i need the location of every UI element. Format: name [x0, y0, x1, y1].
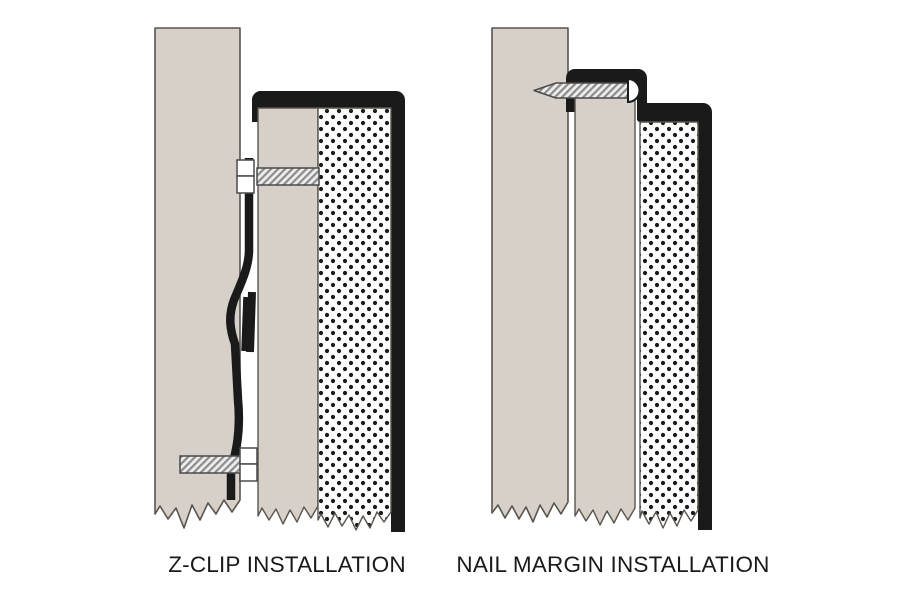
nail-margin-installation-diagram: NAIL MARGIN INSTALLATION: [456, 27, 769, 577]
upper-bolt-fastener: [236, 159, 320, 194]
right-panel-core: [574, 84, 636, 526]
nail-domed-head: [627, 77, 641, 104]
wall-side-z-clip: [226, 158, 254, 500]
nail-fastener: [533, 77, 641, 104]
lower-bolt-shaft: [179, 455, 245, 474]
nail-shaft-and-tip: [533, 82, 629, 99]
z-clip-installation-diagram: Z-CLIP INSTALLATION: [154, 27, 406, 577]
left-diagram-caption: Z-CLIP INSTALLATION: [168, 552, 406, 577]
lower-bolt-fastener: [179, 447, 258, 482]
right-wall-stud: [491, 27, 569, 523]
right-face-panel: [639, 121, 699, 529]
left-edge-frame-profile: [252, 91, 405, 532]
upper-bolt-head: [236, 159, 255, 194]
left-wall-stud: [154, 27, 241, 529]
right-nail-margin-flange: [566, 69, 712, 530]
left-face-panel: [317, 107, 392, 531]
panel-side-z-clip: [241, 291, 256, 353]
lower-bolt-head: [239, 447, 258, 482]
right-diagram-caption: NAIL MARGIN INSTALLATION: [456, 552, 769, 577]
upper-bolt-shaft: [256, 167, 320, 186]
